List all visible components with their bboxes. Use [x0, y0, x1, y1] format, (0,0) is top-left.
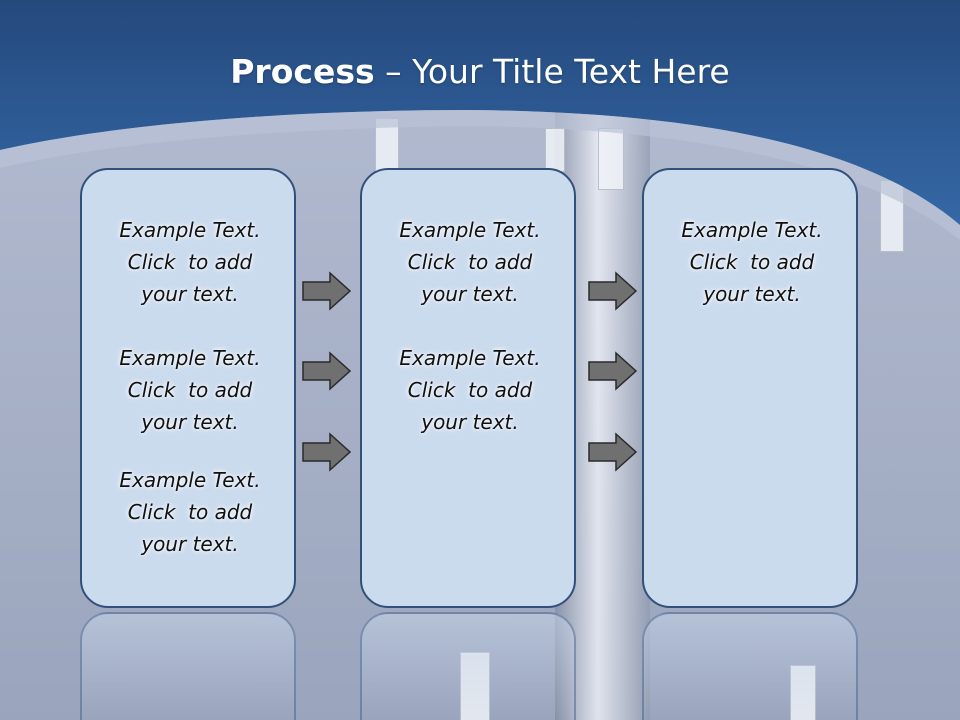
text-line: Example Text.: [119, 218, 261, 242]
text-line: Click to add: [127, 250, 253, 274]
right-arrow-icon: [588, 271, 638, 311]
text-block[interactable]: Example Text. Click to add your text.: [82, 214, 298, 310]
text-line: Click to add: [127, 500, 253, 524]
text-line: Example Text.: [119, 468, 261, 492]
text-line: Click to add: [689, 250, 815, 274]
title-rest-text: – Your Title Text Here: [374, 52, 730, 91]
text-line: your text.: [141, 532, 239, 556]
right-arrow-icon: [588, 351, 638, 391]
text-line: Example Text.: [399, 346, 541, 370]
title-bold-text: Process: [230, 52, 375, 91]
process-box-1[interactable]: Example Text. Click to add your text. Ex…: [80, 168, 296, 608]
text-block[interactable]: Example Text. Click to add your text.: [644, 214, 860, 310]
box-reflection: [360, 612, 576, 720]
process-box-2[interactable]: Example Text. Click to add your text. Ex…: [360, 168, 576, 608]
box-reflection: [80, 612, 296, 720]
right-arrow-icon: [302, 271, 352, 311]
text-line: your text.: [141, 410, 239, 434]
right-arrow-icon: [302, 351, 352, 391]
text-line: Example Text.: [681, 218, 823, 242]
text-line: Click to add: [407, 250, 533, 274]
text-block[interactable]: Example Text. Click to add your text.: [362, 342, 578, 438]
text-line: your text.: [421, 282, 519, 306]
text-line: your text.: [421, 410, 519, 434]
right-arrow-icon: [302, 432, 352, 472]
text-block[interactable]: Example Text. Click to add your text.: [82, 342, 298, 438]
text-line: Example Text.: [119, 346, 261, 370]
text-line: your text.: [703, 282, 801, 306]
text-line: Click to add: [407, 378, 533, 402]
box-reflection: [642, 612, 858, 720]
right-arrow-icon: [588, 432, 638, 472]
text-line: your text.: [141, 282, 239, 306]
process-box-3[interactable]: Example Text. Click to add your text.: [642, 168, 858, 608]
text-line: Click to add: [127, 378, 253, 402]
text-block[interactable]: Example Text. Click to add your text.: [82, 464, 298, 560]
text-line: Example Text.: [399, 218, 541, 242]
text-block[interactable]: Example Text. Click to add your text.: [362, 214, 578, 310]
page-title[interactable]: Process – Your Title Text Here: [0, 52, 960, 91]
